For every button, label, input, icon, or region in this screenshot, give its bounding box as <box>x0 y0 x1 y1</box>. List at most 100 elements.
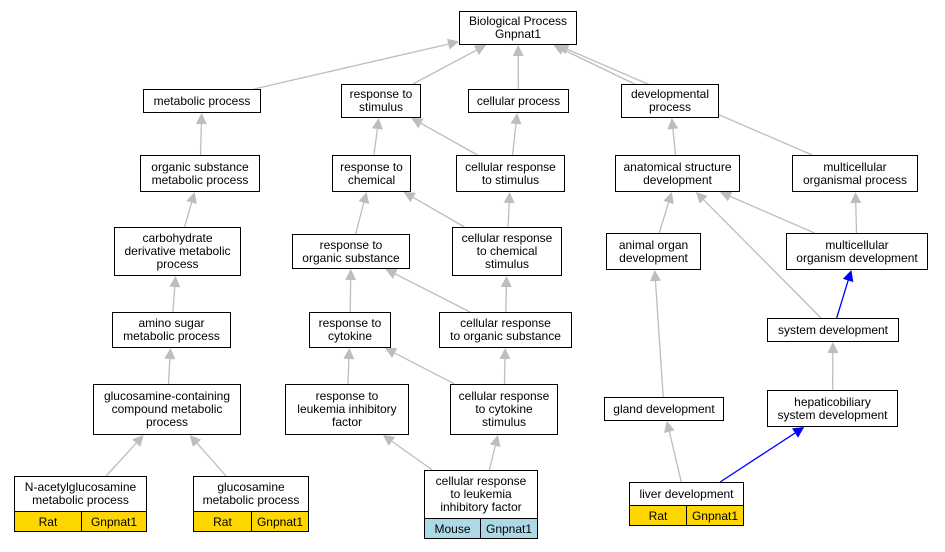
edge-liver-dev-to-gland-dev <box>668 431 682 483</box>
node-organic-substance-metabolic[interactable]: organic substance metabolic process <box>140 155 260 192</box>
edge-glucosamine-containing-to-amino-sugar <box>167 358 171 385</box>
arrowhead-icon <box>649 270 661 282</box>
node-cellular-response-organic[interactable]: cellular response to organic substance <box>439 312 572 348</box>
edge-response-chemical-to-response-stimulus <box>373 128 378 156</box>
node-cellular-process[interactable]: cellular process <box>468 89 569 113</box>
node-response-chemical[interactable]: response to chemical <box>332 155 411 192</box>
arrowhead-icon <box>164 348 176 360</box>
arrowhead-icon <box>186 192 197 205</box>
edge-organic-substance-metabolic-to-metabolic <box>199 123 203 156</box>
edge-response-organic-to-response-chemical <box>354 202 365 235</box>
arrowhead-icon <box>358 192 370 205</box>
node-glucosamine-containing[interactable]: glucosamine-containing compound metaboli… <box>93 384 241 435</box>
arrowhead-icon <box>385 269 398 279</box>
arrowhead-icon <box>842 270 854 283</box>
species-tag: Mouse <box>425 519 481 538</box>
node-cellular-response-chemical[interactable]: cellular response to chemical stimulus <box>452 227 562 276</box>
edge-developmental-to-bp <box>563 49 635 85</box>
arrowhead-icon <box>411 118 424 129</box>
edge-metabolic-to-bp <box>253 43 449 90</box>
arrowhead-icon <box>503 192 515 204</box>
node-carbohydrate-derivative[interactable]: carbohydrate derivative metabolic proces… <box>114 227 241 276</box>
node-nacetyl[interactable]: N-acetylglucosamine metabolic process <box>14 476 147 512</box>
edge-animal-organ-to-anatomical <box>658 202 670 234</box>
edge-cellular-response-stimulus-to-response-stimulus <box>420 122 478 156</box>
node-gland-dev[interactable]: gland development <box>604 397 724 421</box>
arrowhead-icon <box>343 348 355 360</box>
node-cellular-response-cytokine[interactable]: cellular response to cytokine stimulus <box>450 384 558 435</box>
edge-layer <box>105 38 862 483</box>
node-amino-sugar[interactable]: amino sugar metabolic process <box>112 312 231 348</box>
arrowhead-icon <box>132 435 144 447</box>
node-bp[interactable]: Biological Process Gnpnat1 <box>459 11 577 45</box>
edge-response-lif-to-response-cytokine <box>347 358 350 385</box>
edge-cellular-response-organic-to-response-organic <box>394 273 471 313</box>
arrowhead-icon <box>792 427 805 438</box>
arrowhead-icon <box>189 435 202 447</box>
arrowhead-icon <box>489 435 501 447</box>
node-animal-organ[interactable]: animal organ development <box>606 233 701 270</box>
arrowhead-icon <box>500 276 512 288</box>
node-multicellular-organismal[interactable]: multicellular organismal process <box>792 155 918 192</box>
edge-system-dev-to-anatomical <box>703 199 822 319</box>
edge-liver-dev-to-hepaticobiliary <box>719 432 796 483</box>
arrowhead-icon <box>403 192 416 203</box>
arrowhead-icon <box>663 192 674 205</box>
edge-multicellular-organism-dev-to-multicellular-organismal <box>855 202 858 234</box>
edge-response-stimulus-to-bp <box>412 49 477 85</box>
edge-cellular-response-cytokine-to-response-cytokine <box>394 352 455 385</box>
node-system-dev[interactable]: system development <box>767 318 899 342</box>
node-cellular-response-lif[interactable]: cellular response to leukemia inhibitory… <box>424 470 538 519</box>
arrowhead-icon <box>195 113 207 125</box>
edge-cellular-response-chemical-to-cellular-response-stimulus <box>507 202 510 228</box>
node-multicellular-organism-dev[interactable]: multicellular organism development <box>786 233 928 270</box>
edge-cellular-response-chemical-to-response-chemical <box>412 196 465 228</box>
arrowhead-icon <box>169 276 181 288</box>
node-response-organic[interactable]: response to organic substance <box>292 234 410 269</box>
node-metabolic[interactable]: metabolic process <box>143 89 261 113</box>
node-response-lif[interactable]: response to leukemia inhibitory factor <box>285 384 409 435</box>
species-tag: Rat <box>15 512 81 531</box>
edge-glucosamine-metabolic-to-glucosamine-containing <box>196 442 227 477</box>
arrowhead-icon <box>510 113 522 125</box>
arrowhead-icon <box>695 192 708 204</box>
gene-tag: Gnpnat1 <box>80 512 146 531</box>
node-liver-dev[interactable]: liver development <box>629 482 744 506</box>
arrowhead-icon <box>557 44 570 55</box>
node-anatomical[interactable]: anatomical structure development <box>615 155 740 192</box>
arrowhead-icon <box>345 269 357 281</box>
edge-cellular-response-lif-to-response-lif <box>391 440 433 471</box>
arrowhead-icon <box>512 45 524 57</box>
node-developmental[interactable]: developmental process <box>621 84 719 118</box>
arrowhead-icon <box>664 421 675 433</box>
arrowhead-icon <box>499 348 511 360</box>
arrowhead-icon <box>382 435 396 446</box>
edge-system-dev-to-multicellular-organism-dev <box>836 280 849 319</box>
arrowhead-icon <box>827 342 839 354</box>
node-response-cytokine[interactable]: response to cytokine <box>309 312 391 348</box>
node-response-stimulus[interactable]: response to stimulus <box>341 84 421 118</box>
edge-cellular-response-stimulus-to-cellular-process <box>511 123 517 156</box>
node-glucosamine-metabolic[interactable]: glucosamine metabolic process <box>193 476 309 512</box>
species-tag: Rat <box>630 506 686 525</box>
node-cellular-response-stimulus[interactable]: cellular response to stimulus <box>456 155 565 192</box>
arrowhead-icon <box>667 118 679 130</box>
edge-cellular-response-lif-to-cellular-response-cytokine <box>488 445 496 471</box>
edge-carbohydrate-derivative-to-organic-substance-metabolic <box>183 202 193 228</box>
gene-tag: Gnpnat1 <box>686 506 743 525</box>
species-tag: Rat <box>194 512 251 531</box>
arrowhead-icon <box>371 118 383 130</box>
arrowhead-icon <box>720 191 733 202</box>
arrowhead-icon <box>850 192 862 204</box>
edge-multicellular-organism-dev-to-anatomical <box>729 195 815 234</box>
edge-amino-sugar-to-carbohydrate-derivative <box>172 286 176 313</box>
edge-gland-dev-to-animal-organ <box>654 280 664 398</box>
node-hepaticobiliary[interactable]: hepaticobiliary system development <box>767 390 898 427</box>
arrowhead-icon <box>473 45 487 56</box>
gene-tag: Gnpnat1 <box>250 512 308 531</box>
